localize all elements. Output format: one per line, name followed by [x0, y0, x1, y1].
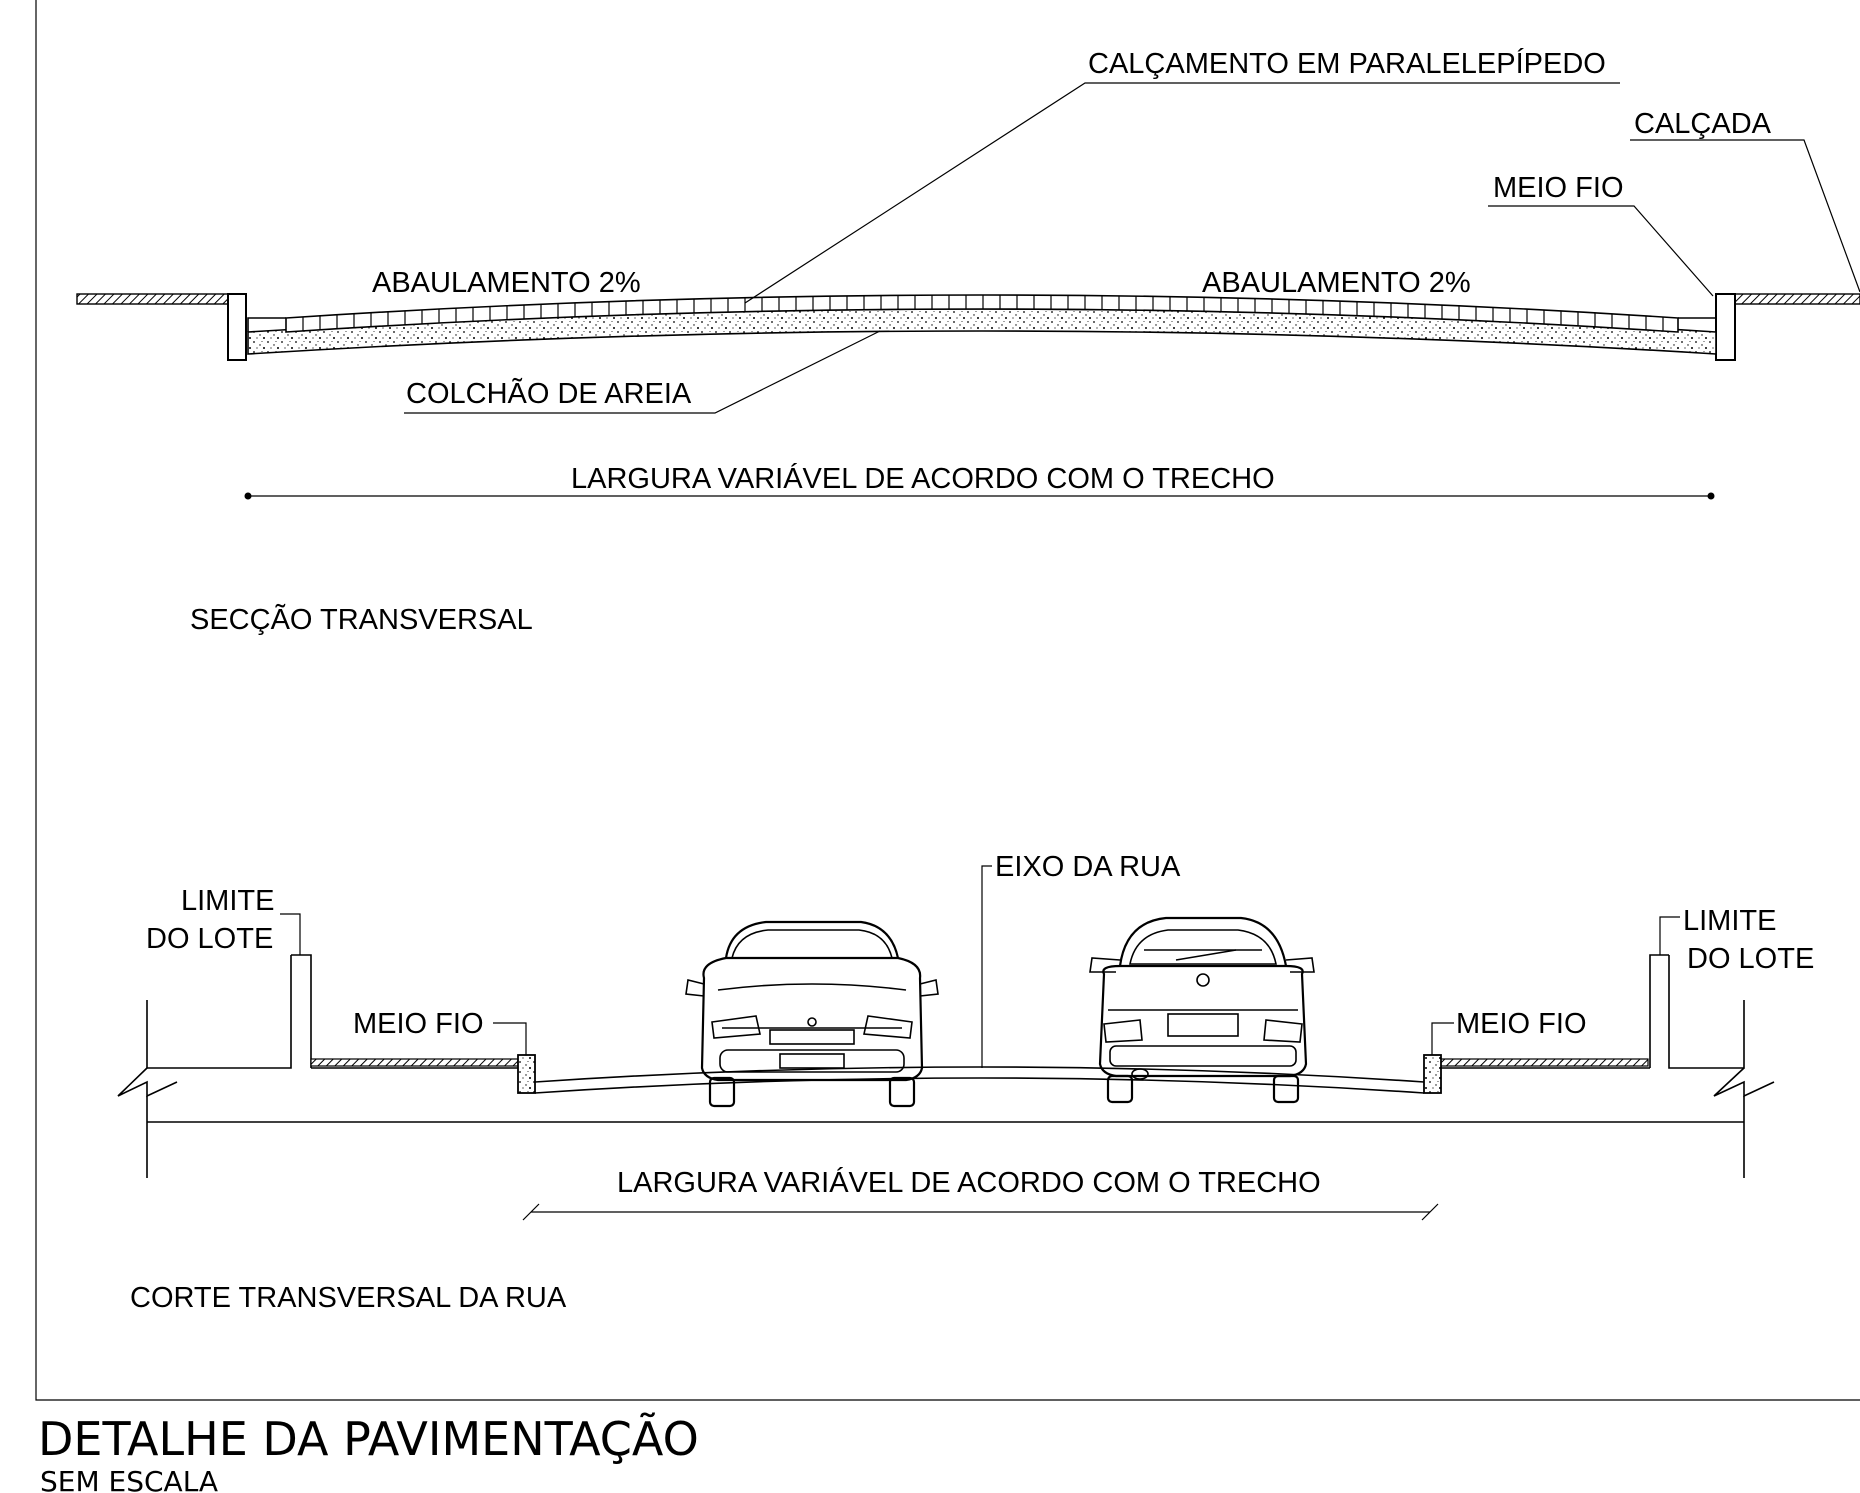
- break-line-left: [117, 1067, 178, 1098]
- label-curb-left: MEIO FIO: [353, 1008, 484, 1040]
- pavement-edge-left: [247, 317, 286, 332]
- dimension-point-right: [1707, 492, 1715, 500]
- label-crown-right: ABAULAMENTO 2%: [1202, 267, 1471, 299]
- label-curb-right: MEIO FIO: [1456, 1008, 1587, 1040]
- leader-sand-bed: [404, 330, 881, 414]
- tick-left: [522, 1203, 540, 1221]
- label-lot-limit-right-line1: LIMITE: [1683, 905, 1776, 937]
- break-line-right: [1713, 1067, 1775, 1098]
- paving-blocks: [285, 294, 1679, 333]
- car-front-view: [685, 920, 939, 1108]
- curb-cut-left: [517, 1054, 536, 1094]
- sidewalk-right: [1734, 293, 1860, 305]
- label-sand-bed: COLCHÃO DE AREIA: [406, 376, 692, 410]
- dimension-point-left: [244, 492, 252, 500]
- pavement-edge-right: [1678, 317, 1717, 332]
- curb-cut-right: [1423, 1054, 1442, 1094]
- label-lot-limit-left-line1: LIMITE: [181, 885, 274, 917]
- sidewalk-left: [76, 293, 229, 305]
- ground-left-top: [146, 955, 292, 1069]
- street-cut-title: CORTE TRANSVERSAL DA RUA: [130, 1282, 567, 1314]
- lot-wall-right: [1649, 954, 1669, 1068]
- label-lot-limit-right-line2: DO LOTE: [1687, 943, 1814, 975]
- label-width-note: LARGURA VARIÁVEL DE ACORDO COM O TRECHO: [571, 462, 1275, 495]
- road-surface: [534, 1066, 1425, 1083]
- label-pavement: CALÇAMENTO EM PARALELEPÍPEDO: [1088, 47, 1606, 80]
- label-lot-limit-left-line2: DO LOTE: [146, 923, 273, 955]
- tick-right: [1421, 1203, 1439, 1221]
- leader-curb-left: [493, 1022, 527, 1055]
- section-title: SECÇÃO TRANSVERSAL: [190, 602, 533, 636]
- leader-lot-limit-right: [1659, 916, 1680, 955]
- lot-wall-left: [291, 954, 312, 1068]
- street-cut-drawing: EIXO DA RUA LIMITE DO LOTE LIMITE DO LOT…: [117, 851, 1814, 1314]
- leader-curb: [1488, 205, 1714, 297]
- ground-right-top: [1668, 955, 1745, 1069]
- leader-sidewalk: [1630, 139, 1860, 293]
- label-sidewalk: CALÇADA: [1634, 108, 1772, 140]
- curb-left: [227, 293, 247, 361]
- sidewalk-left-fill: [310, 1058, 519, 1067]
- label-crown-left: ABAULAMENTO 2%: [372, 267, 641, 299]
- sidewalk-right-fill: [1439, 1058, 1649, 1067]
- label-street-width-note: LARGURA VARIÁVEL DE ACORDO COM O TRECHO: [617, 1166, 1321, 1199]
- sheet-border: [35, 0, 1860, 1401]
- label-curb: MEIO FIO: [1493, 172, 1624, 204]
- label-street-axis: EIXO DA RUA: [995, 851, 1181, 883]
- sheet-title: DETALHE DA PAVIMENTAÇÃO: [38, 1412, 699, 1466]
- car-rear-view: [1089, 916, 1315, 1104]
- road-base: [534, 1077, 1425, 1094]
- street-axis-line: [981, 865, 992, 1068]
- paving-block-joints: [302, 295, 1664, 331]
- leader-lot-limit-left: [280, 913, 301, 955]
- leader-curb-right: [1431, 1022, 1454, 1055]
- leader-pavement: [744, 82, 1620, 304]
- cross-section-drawing: CALÇAMENTO EM PARALELEPÍPEDO CALÇADA MEI…: [76, 47, 1860, 636]
- sheet-scale: SEM ESCALA: [40, 1465, 218, 1493]
- curb-right: [1715, 293, 1736, 361]
